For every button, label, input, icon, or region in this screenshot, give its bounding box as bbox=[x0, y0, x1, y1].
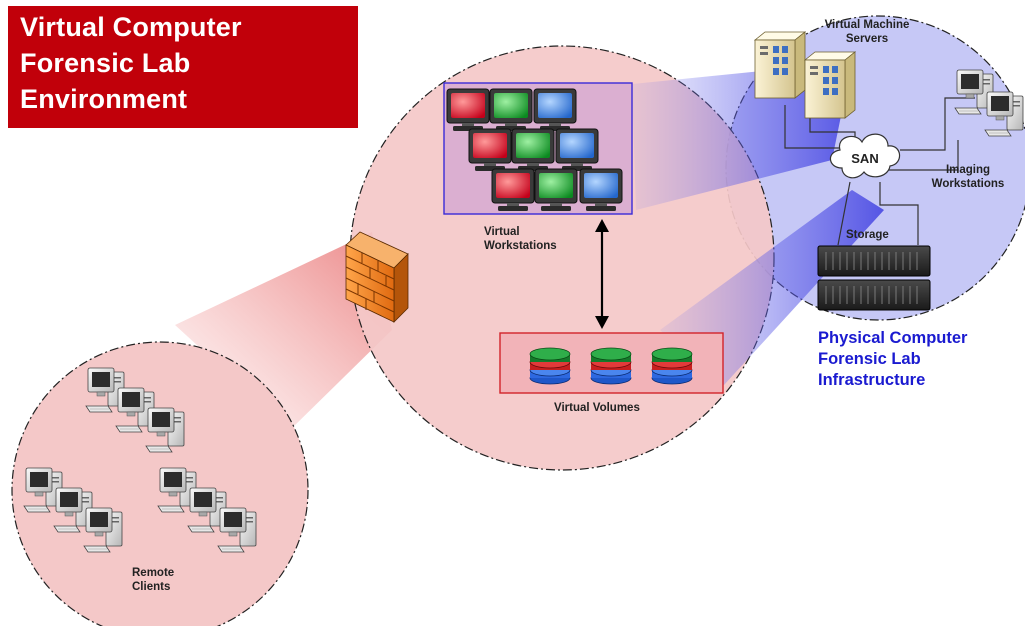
virtual-machine-servers-label-line-1: Virtual Machine bbox=[824, 19, 910, 31]
remote-clients-label: Remote Clients bbox=[132, 566, 174, 594]
remote-clients-label-line-2: Clients bbox=[132, 581, 171, 593]
imaging-workstations-label: Imaging Workstations bbox=[922, 163, 1014, 191]
san-cloud-icon bbox=[829, 133, 901, 179]
virtual-machine-servers-label: Virtual Machine Servers bbox=[812, 18, 922, 46]
title-banner: Virtual Computer Forensic Lab Environmen… bbox=[8, 6, 358, 128]
virtual-workstations-label-line-1: Virtual bbox=[484, 226, 520, 238]
title-line-1: Virtual Computer bbox=[20, 12, 242, 42]
san-label: SAN bbox=[851, 151, 878, 166]
physical-infrastructure-label-line-3: Infrastructure bbox=[818, 371, 926, 389]
physical-infrastructure-label-line-2: Forensic Lab bbox=[818, 350, 921, 368]
title-line-3: Environment bbox=[20, 84, 188, 114]
virtual-workstations-label-line-2: Workstations bbox=[484, 240, 557, 252]
servers-to-workstations-beam bbox=[632, 62, 852, 210]
imaging-workstations-label-line-1: Imaging bbox=[945, 164, 991, 176]
remote-access-beam bbox=[175, 232, 392, 430]
physical-infrastructure-label-line-1: Physical Computer bbox=[818, 329, 968, 347]
physical-infrastructure-label: Physical Computer Forensic Lab Infrastru… bbox=[818, 328, 967, 391]
double-arrow-icon bbox=[595, 219, 609, 329]
volume-icon bbox=[529, 347, 571, 385]
storage-array-icon bbox=[817, 245, 931, 277]
imaging-workstations-label-line-2: Workstations bbox=[931, 178, 1005, 190]
virtual-machine-servers-label-line-2: Servers bbox=[845, 33, 889, 45]
server-icon bbox=[754, 31, 806, 99]
infrastructure-connections bbox=[784, 97, 975, 246]
virtual-volumes-label: Virtual Volumes bbox=[554, 402, 640, 414]
virtual-workstations-label: Virtual Workstations bbox=[484, 225, 557, 253]
volume-icon bbox=[651, 347, 693, 385]
virtual-volumes bbox=[529, 347, 693, 385]
remote-clients-label-line-1: Remote bbox=[132, 567, 175, 579]
title-line-2: Forensic Lab bbox=[20, 48, 191, 78]
storage-label: Storage bbox=[846, 229, 889, 241]
firewall-icon bbox=[345, 231, 409, 323]
storage-array-icon bbox=[817, 279, 931, 311]
volume-icon bbox=[590, 347, 632, 385]
storage-arrays bbox=[817, 245, 931, 311]
server-icon bbox=[804, 51, 856, 119]
